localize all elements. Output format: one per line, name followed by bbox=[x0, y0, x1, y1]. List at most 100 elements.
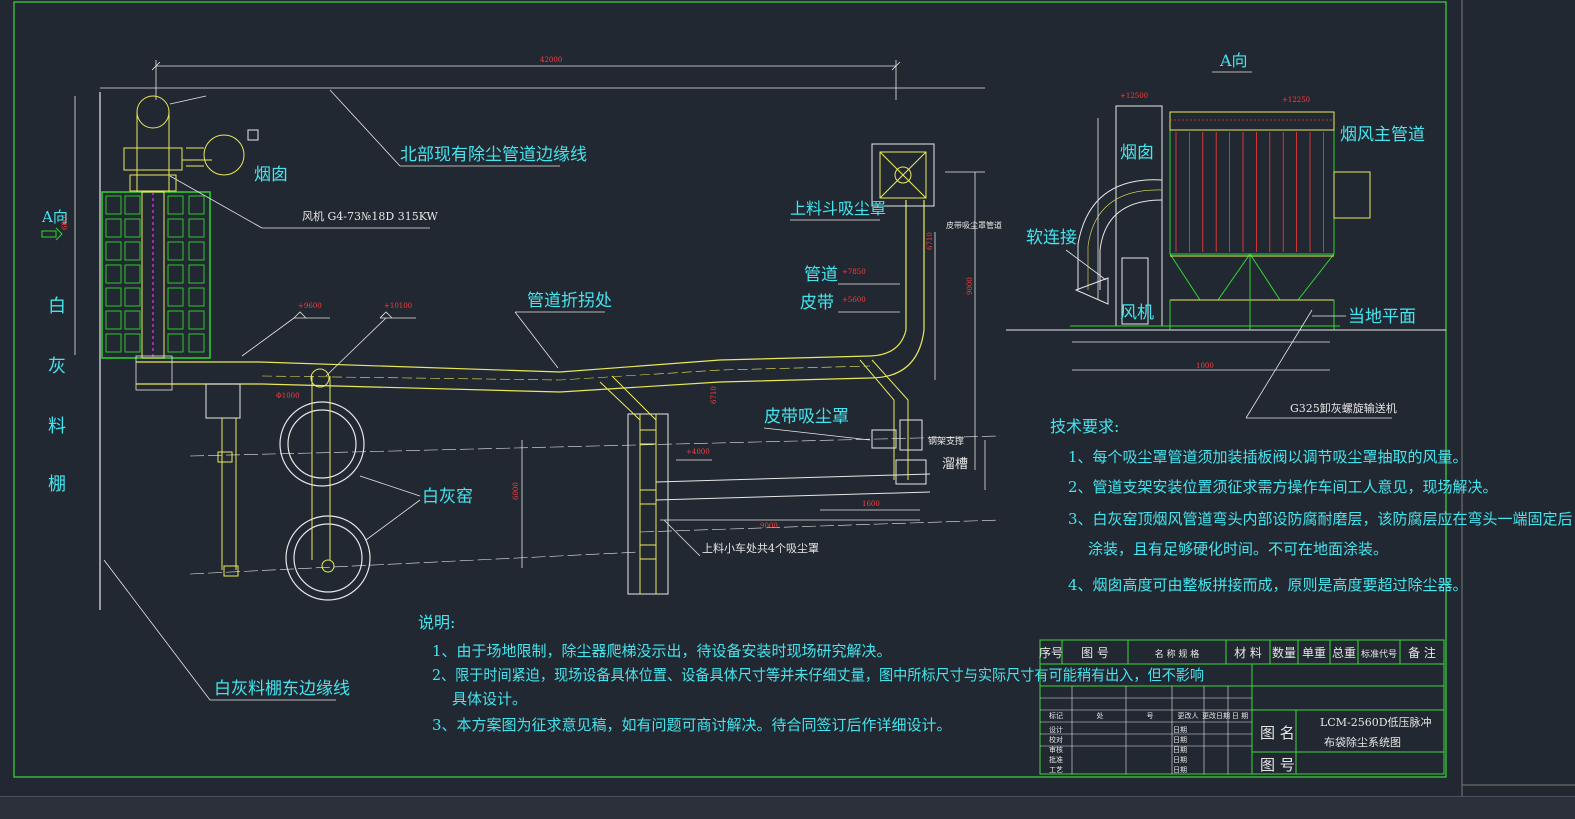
label-flue-main-duct: 烟风主管道 bbox=[1340, 125, 1425, 145]
dim-left-height: 6000 bbox=[61, 212, 69, 230]
label-fan: 风机 bbox=[1120, 303, 1154, 323]
lime-kilns bbox=[279, 401, 371, 601]
lime-shed-char-2: 灰 bbox=[48, 356, 66, 377]
dim-h1: 6710 bbox=[926, 232, 934, 250]
dim-vert-kiln: 6710 bbox=[710, 386, 718, 404]
outer-border bbox=[13, 1, 1447, 778]
tb-left-header: 处 bbox=[1097, 711, 1104, 720]
main-duct-plan bbox=[135, 200, 925, 393]
screw-leader bbox=[1245, 309, 1313, 419]
tb-header-cell: 名 称 规 格 bbox=[1155, 648, 1200, 660]
tb-left-header: 号 bbox=[1147, 712, 1154, 720]
right-dims bbox=[934, 171, 986, 490]
tb-drawing-name-label: 图 名 bbox=[1260, 724, 1295, 742]
lime-shed-char-3: 料 bbox=[48, 416, 66, 437]
elev-marks bbox=[241, 311, 416, 377]
filter-cell bbox=[167, 218, 184, 238]
shed-east-edge-line bbox=[103, 559, 211, 701]
label-north-duct-edge: 北部现有除尘管道边缘线 bbox=[400, 145, 587, 165]
lime-shed-char-1: 白 bbox=[48, 296, 66, 317]
label-duct: 管道 bbox=[804, 265, 838, 285]
tb-sign-date: 日期 bbox=[1173, 726, 1187, 734]
notes-title: 说明: bbox=[418, 613, 455, 632]
tb-left-header: 更改人 bbox=[1178, 711, 1199, 720]
tb-sign-date: 日期 bbox=[1173, 746, 1187, 754]
tb-left-row-label: 批准 bbox=[1049, 755, 1063, 764]
collector-elevation bbox=[1074, 105, 1371, 330]
kiln-leader-2 bbox=[365, 499, 421, 541]
label-duct-bend: 管道折拐处 bbox=[527, 291, 612, 311]
filter-cell bbox=[188, 195, 205, 215]
tb-header-cell: 标准代号 bbox=[1361, 648, 1397, 660]
filter-cell bbox=[124, 218, 141, 238]
filter-cell bbox=[124, 195, 141, 215]
note-item-1: 1、由于场地限制，除尘器爬梯没示出，待设备安装时现场研究解决。 bbox=[432, 642, 892, 660]
tech-item-2: 2、管道支架安装位置须征求需方操作车间工人意见，现场解决。 bbox=[1068, 478, 1498, 496]
filter-cell bbox=[105, 333, 122, 353]
dim-top-total: 42000 bbox=[540, 56, 562, 64]
support-column-left bbox=[205, 383, 241, 577]
label-chimney-right: 烟囱 bbox=[1120, 143, 1154, 163]
tech-title: 技术要求: bbox=[1050, 417, 1119, 436]
filter-cell bbox=[105, 218, 122, 238]
dim-elev-width: 1000 bbox=[1196, 362, 1214, 370]
filter-cell bbox=[124, 264, 141, 284]
label-a-view-top: A向 bbox=[1219, 51, 1248, 70]
belt-conveyor bbox=[655, 473, 931, 501]
tech-item-1: 1、每个吸尘罩管道须加装插板阀以调节吸尘罩抽取的风量。 bbox=[1068, 448, 1468, 466]
tb-header-cell: 总重 bbox=[1332, 646, 1356, 660]
tb-sign-date: 日期 bbox=[1173, 736, 1187, 744]
filter-cell bbox=[188, 241, 205, 261]
title-block-headers: 序号图 号名 称 规 格材 料数量单重总重标准代号备 注 bbox=[1039, 645, 1436, 660]
title-block bbox=[1039, 639, 1445, 775]
filter-cell bbox=[167, 195, 184, 215]
filter-cell bbox=[167, 287, 184, 307]
tech-item-3b: 涂装，且有足够硬化时间。不可在地面涂装。 bbox=[1088, 540, 1388, 558]
filter-cell bbox=[167, 241, 184, 261]
dim-w1: 1600 bbox=[862, 500, 880, 508]
filter-cell bbox=[105, 287, 122, 307]
elev-belt: +5600 bbox=[842, 296, 866, 304]
tb-header-cell: 图 号 bbox=[1081, 646, 1109, 660]
fan-leader bbox=[169, 175, 263, 229]
bend-leader bbox=[514, 311, 559, 369]
tb-left-header: 标记 bbox=[1049, 711, 1063, 720]
elev-left-1: +9600 bbox=[298, 302, 322, 310]
label-lime-kiln: 白灰窑 bbox=[422, 487, 473, 507]
filter-cell bbox=[167, 333, 184, 353]
lime-shed-char-4: 棚 bbox=[48, 474, 66, 495]
cart-leader bbox=[663, 519, 701, 557]
filter-cell bbox=[167, 264, 184, 284]
dust-collector-plan bbox=[101, 191, 211, 359]
north-leader bbox=[329, 89, 401, 167]
filter-cell bbox=[124, 287, 141, 307]
elevation-dims bbox=[1072, 118, 1330, 371]
tb-header-cell: 序号 bbox=[1039, 645, 1063, 660]
dust-removal-system-drawing: 42000 北部现有除尘管道边缘线 6000 A向 白 灰 料 棚 bbox=[13, 0, 1575, 796]
tb-header-cell: 备 注 bbox=[1408, 645, 1436, 660]
cad-canvas[interactable]: 42000 北部现有除尘管道边缘线 6000 A向 白 灰 料 棚 bbox=[0, 0, 1575, 796]
tech-item-4: 4、烟囱高度可由整板拼接而成，原则是高度要超过除尘器。 bbox=[1068, 576, 1468, 594]
filter-cell bbox=[124, 310, 141, 330]
label-chimney-left: 烟囱 bbox=[254, 165, 288, 185]
label-ground-level: 当地平面 bbox=[1348, 307, 1416, 327]
label-belt-hood-small: 皮带吸尘罩管道 bbox=[946, 220, 1002, 230]
filter-cell bbox=[188, 218, 205, 238]
tb-left-header: 更改日期 bbox=[1202, 711, 1230, 720]
filter-cell bbox=[167, 310, 184, 330]
status-bar bbox=[0, 796, 1575, 819]
tb-header-cell: 材 料 bbox=[1234, 646, 1262, 660]
elev-left-2: +10100 bbox=[384, 302, 412, 310]
label-shed-east-edge: 白灰料棚东边缘线 bbox=[214, 679, 350, 699]
dim-h2: 9000 bbox=[966, 277, 974, 295]
label-belt: 皮带 bbox=[800, 293, 834, 313]
filter-cell bbox=[188, 264, 205, 284]
filter-cell bbox=[188, 333, 205, 353]
chimney-dim bbox=[169, 95, 207, 105]
filter-cell bbox=[105, 310, 122, 330]
tb-left-row-label: 设计 bbox=[1049, 725, 1063, 734]
filter-cell bbox=[188, 287, 205, 307]
label-support: 钢架支撑 bbox=[928, 435, 964, 447]
top-dimension bbox=[151, 60, 901, 100]
tb-left-row-label: 工艺 bbox=[1049, 766, 1063, 774]
